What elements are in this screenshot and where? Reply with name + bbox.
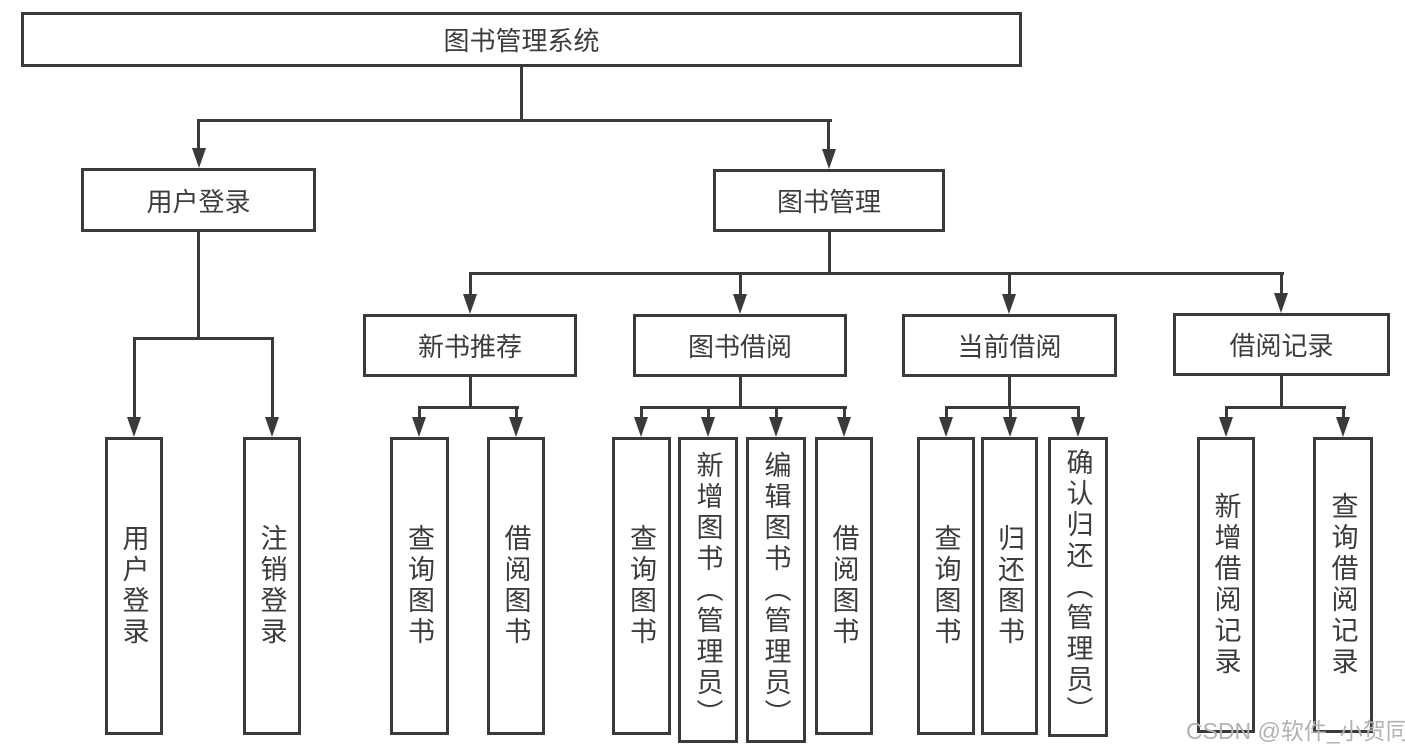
arrowhead-to-bb-add (701, 417, 715, 437)
connector-to-cb-confirm (1077, 406, 1080, 419)
arrowhead-to-current-borrow (1002, 294, 1016, 314)
leaf-logout: 注销登录 (243, 437, 301, 735)
arrowhead-to-bb-edit (769, 417, 783, 437)
leaf-current-confirm-return-admin: 确认归还（管理员） (1048, 437, 1108, 737)
connector-to-leaf-logout (271, 337, 274, 419)
arrowhead-to-rec-add (1219, 417, 1233, 437)
arrowhead-to-nb-query (412, 417, 426, 437)
connector-root-stub (520, 67, 523, 120)
connector-user-login-stub (197, 232, 200, 337)
arrowhead-to-bb-borrow (837, 417, 851, 437)
connector-level3-rail (469, 272, 1284, 275)
arrowhead-to-user-login (192, 148, 206, 168)
connector-to-cb-query (945, 406, 948, 419)
leaf-newbook-query-books: 查询图书 (390, 437, 449, 735)
arrowhead-to-new-book-rec (463, 294, 477, 314)
arrowhead-to-bb-query (634, 417, 648, 437)
arrowhead-to-book-management (822, 149, 836, 169)
arrowhead-to-cb-confirm (1071, 417, 1085, 437)
arrowhead-to-borrow-records (1274, 293, 1288, 313)
node-book-borrow: 图书借阅 (633, 314, 847, 377)
node-borrow-records: 借阅记录 (1173, 313, 1390, 376)
leaf-borrow-query-books: 查询图书 (612, 437, 671, 735)
connector-to-borrow-records (1280, 272, 1283, 298)
leaf-borrow-borrow-books: 借阅图书 (815, 437, 873, 735)
connector-to-rec-add (1225, 406, 1228, 419)
connector-to-bb-add (707, 406, 710, 419)
connector-to-book-management (827, 119, 830, 152)
connector-current-stub (1008, 377, 1011, 407)
connector-new-book-stub (469, 377, 472, 407)
arrowhead-to-cb-query (939, 417, 953, 437)
leaf-records-add-record: 新增借阅记录 (1197, 437, 1255, 733)
leaf-current-return-books: 归还图书 (981, 437, 1038, 735)
leaf-newbook-borrow-books: 借阅图书 (487, 437, 545, 735)
connector-to-rec-query (1342, 406, 1345, 419)
node-library-management-system: 图书管理系统 (21, 12, 1022, 67)
connector-borrow-stub (739, 377, 742, 407)
connector-records-stub (1280, 376, 1283, 407)
csdn-watermark: CSDN @软件_小贺同学 (1186, 718, 1405, 744)
arrowhead-to-nb-borrow (509, 417, 523, 437)
connector-user-login-rail (133, 337, 274, 340)
arrowhead-to-cb-return (1003, 417, 1017, 437)
connector-to-cb-return (1009, 406, 1012, 419)
arrowhead-to-leaf-user-login (127, 417, 141, 437)
connector-book-mgmt-stub (828, 232, 831, 273)
leaf-user-login: 用户登录 (105, 437, 163, 735)
connector-to-book-borrow (739, 272, 742, 298)
connector-to-bb-borrow (843, 406, 846, 419)
leaf-borrow-edit-books-admin: 编辑图书（管理员） (746, 437, 806, 743)
connector-to-new-book-rec (469, 272, 472, 298)
node-current-borrow: 当前借阅 (902, 314, 1117, 377)
node-book-management: 图书管理 (713, 169, 945, 232)
connector-level2-rail (197, 119, 832, 122)
connector-to-bb-edit (775, 406, 778, 419)
node-new-book-recommend: 新书推荐 (363, 314, 577, 377)
connector-current-rail (945, 406, 1080, 409)
arrowhead-to-rec-query (1336, 417, 1350, 437)
connector-to-user-login (197, 119, 200, 152)
connector-to-leaf-user-login (133, 337, 136, 419)
connector-new-book-rail (418, 406, 519, 409)
node-user-login: 用户登录 (81, 168, 316, 232)
leaf-records-query-record: 查询借阅记录 (1313, 437, 1373, 733)
leaf-borrow-add-books-admin: 新增图书（管理员） (678, 437, 738, 743)
connector-to-nb-query (418, 406, 421, 419)
connector-to-nb-borrow (515, 406, 518, 419)
connector-to-bb-query (640, 406, 643, 419)
connector-to-current-borrow (1008, 272, 1011, 298)
arrowhead-to-leaf-logout (265, 417, 279, 437)
connector-records-rail (1225, 406, 1346, 409)
leaf-current-query-books: 查询图书 (917, 437, 975, 735)
arrowhead-to-book-borrow (733, 294, 747, 314)
connector-borrow-rail (640, 406, 847, 409)
